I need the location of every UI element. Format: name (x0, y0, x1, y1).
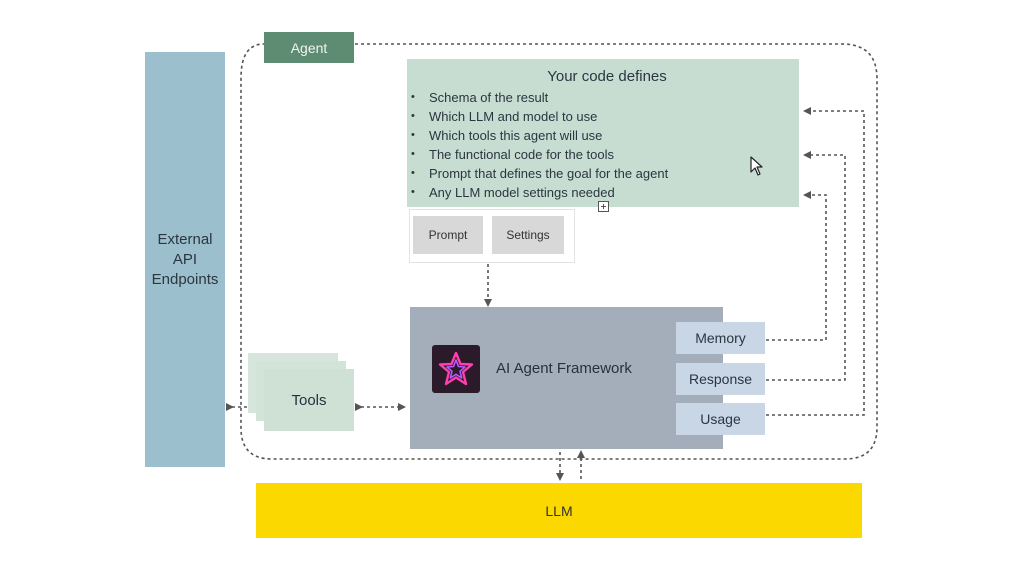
memory-label: Memory (695, 330, 746, 346)
response-feedback-line (766, 151, 846, 381)
usage-box: Usage (676, 403, 765, 435)
response-box: Response (676, 363, 765, 395)
tools-label: Tools (291, 391, 327, 409)
list-item: Which LLM and model to use (411, 107, 785, 126)
agent-boundary (240, 43, 878, 460)
list-item: Any LLM model settings needed (411, 183, 785, 202)
agent-tag-label: Agent (290, 39, 328, 56)
settings-button[interactable]: Settings (492, 216, 564, 254)
settings-button-label: Settings (506, 228, 550, 242)
external-api-endpoints-box: External API Endpoints (145, 52, 225, 467)
list-item: The functional code for the tools (411, 145, 785, 164)
expand-icon[interactable] (598, 201, 609, 212)
tools-box: Tools (264, 369, 354, 431)
framework-label: AI Agent Framework (496, 360, 632, 377)
response-label: Response (688, 371, 753, 387)
prompt-button[interactable]: Prompt (413, 216, 483, 254)
memory-box: Memory (676, 322, 765, 354)
star-logo-icon (432, 345, 480, 393)
list-item: Which tools this agent will use (411, 126, 785, 145)
usage-feedback-line (766, 107, 865, 416)
usage-label: Usage (700, 411, 741, 427)
code-defines-title: Your code defines (547, 68, 667, 85)
code-defines-list: Schema of the result Which LLM and model… (411, 88, 785, 202)
prompt-button-label: Prompt (428, 228, 468, 242)
llm-label: LLM (545, 502, 573, 519)
external-api-label: External API Endpoints (151, 230, 219, 288)
llm-box: LLM (256, 483, 862, 538)
code-defines-box: Your code defines Schema of the result W… (407, 59, 799, 207)
list-item: Schema of the result (411, 88, 785, 107)
list-item: Prompt that defines the goal for the age… (411, 164, 785, 183)
memory-feedback-line (766, 191, 827, 341)
mouse-cursor-icon (750, 156, 764, 181)
agent-tag: Agent (264, 32, 354, 63)
